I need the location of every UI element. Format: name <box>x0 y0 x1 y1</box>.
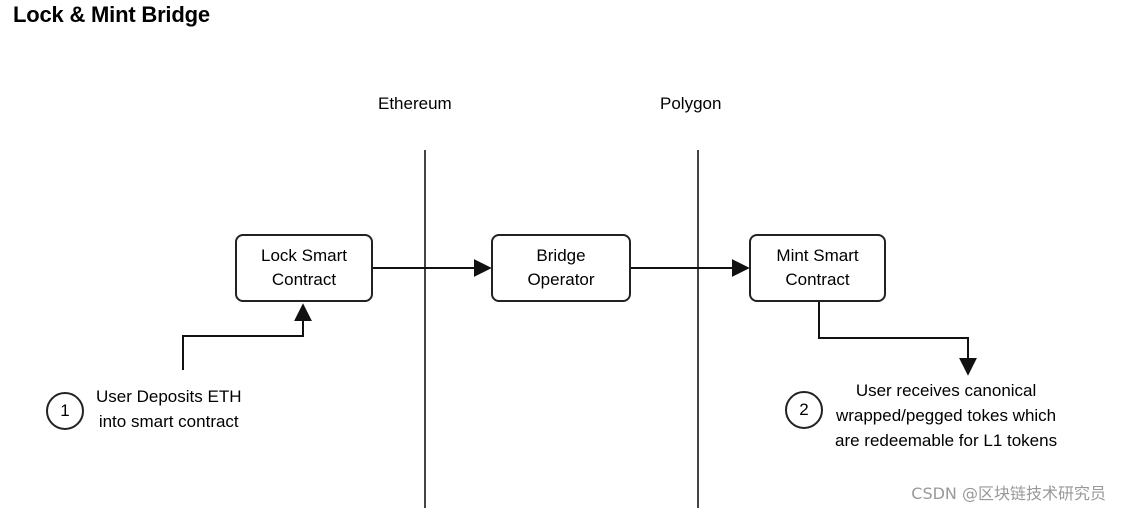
step-2-annotation: 2 User receives canonical wrapped/pegged… <box>785 378 1057 453</box>
step-2-line-3: are redeemable for L1 tokens <box>835 431 1058 450</box>
step-1-line-2: into smart contract <box>98 412 239 431</box>
lock-smart-contract-box: Lock Smart Contract <box>235 234 373 302</box>
bridge-node-line-1: Bridge <box>536 246 586 265</box>
mint-node-line-2: Contract <box>785 270 850 289</box>
step-1-number: 1 <box>46 392 84 430</box>
step-1-text: User Deposits ETH into smart contract <box>96 384 241 434</box>
step-1-annotation: 1 User Deposits ETH into smart contract <box>46 384 241 434</box>
csdn-watermark: CSDN @区块链技术研究员 <box>911 484 1106 503</box>
step-2-number: 2 <box>785 391 823 429</box>
step-1-line-1: User Deposits ETH <box>96 387 242 406</box>
deposit-arrow <box>182 303 312 370</box>
lock-node-line-1: Lock Smart <box>261 246 347 265</box>
mint-node-line-1: Mint Smart <box>776 246 859 265</box>
diagram-title: Lock & Mint Bridge <box>13 2 210 27</box>
lock-node-line-2: Contract <box>271 270 337 289</box>
mint-to-user-arrow <box>818 302 977 376</box>
lane-label-polygon: Polygon <box>660 94 722 113</box>
lane-label-ethereum: Ethereum <box>378 94 452 113</box>
step-2-text: User receives canonical wrapped/pegged t… <box>835 378 1057 453</box>
bridge-node-line-2: Operator <box>527 270 595 289</box>
step-2-line-1: User receives canonical <box>855 381 1037 400</box>
step-2-line-2: wrapped/pegged tokes which <box>835 406 1057 425</box>
bridge-operator-box: Bridge Operator <box>491 234 631 302</box>
mint-smart-contract-box: Mint Smart Contract <box>749 234 886 302</box>
